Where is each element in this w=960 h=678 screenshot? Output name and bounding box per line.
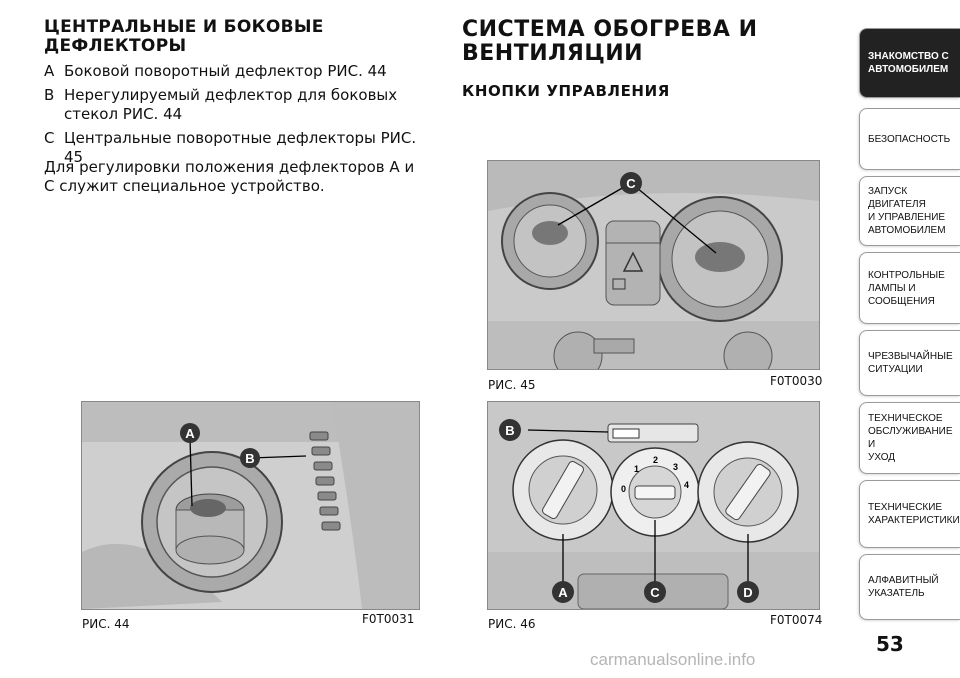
fig46-dial-4: 4 [684,480,689,490]
tab-label: БЕЗОПАСНОСТЬ [868,133,951,145]
figure-45-caption: РИС. 45 [488,378,536,392]
watermark: carmanualsonline.info [590,650,756,669]
body-paragraph: Для регулировки положения дефлекторов A … [44,158,415,195]
figure-45-code: F0T0030 [770,374,823,388]
page-number: 53 [876,632,904,656]
tab-label: ТЕХНИЧЕСКИЕ ХАРАКТЕРИСТИКИ [868,502,960,526]
fig46-label-b: B [505,423,514,438]
figure-46-code: F0T0074 [770,613,823,627]
tab-starting-driving[interactable]: ЗАПУСК ДВИГАТЕЛЯ И УПРАВЛЕНИЕ АВТОМОБИЛЕ… [859,176,960,246]
section-heading-deflectors: ЦЕНТРАЛЬНЫЕ И БОКОВЫЕ ДЕФЛЕКТОРЫ [44,17,324,56]
fig46-label-c: C [650,585,660,600]
item-key: C [44,129,55,147]
tab-label: ЧРЕЗВЫЧАЙНЫЕ СИТУАЦИИ [868,351,953,375]
tab-label: ТЕХНИЧЕСКОЕ ОБСЛУЖИВАНИЕ И УХОД [868,413,953,463]
figure-46-caption: РИС. 46 [488,617,536,631]
tab-specifications[interactable]: ТЕХНИЧЕСКИЕ ХАРАКТЕРИСТИКИ [859,480,960,548]
section-subheading-controls: КНОПКИ УПРАВЛЕНИЯ [462,82,670,100]
tab-safety[interactable]: БЕЗОПАСНОСТЬ [859,108,960,170]
fig46-label-a: A [558,585,568,600]
tab-label: КОНТРОЛЬНЫЕ ЛАМПЫ И СООБЩЕНИЯ [868,269,945,307]
item-text: Центральные поворотные дефлекторы РИС. 4… [64,129,417,166]
tab-warning-lights[interactable]: КОНТРОЛЬНЫЕ ЛАМПЫ И СООБЩЕНИЯ [859,252,960,324]
fig46-label-d: D [743,585,752,600]
tab-label: ЗАПУСК ДВИГАТЕЛЯ И УПРАВЛЕНИЕ АВТОМОБИЛЕ… [868,186,946,236]
list-item: A Боковой поворотный дефлектор РИС. 44 [44,62,424,81]
figure-45-image: C [487,160,820,370]
tab-maintenance[interactable]: ТЕХНИЧЕСКОЕ ОБСЛУЖИВАНИЕ И УХОД [859,402,960,474]
fig46-dial-1: 1 [634,464,639,474]
fig46-dial-3: 3 [673,462,678,472]
figure-44-code: F0T0031 [362,612,415,626]
fig46-dial-0: 0 [621,484,626,494]
tab-getting-to-know[interactable]: ЗНАКОМСТВО С АВТОМОБИЛЕМ [859,28,960,98]
tab-label: АЛФАВИТНЫЙ УКАЗАТЕЛЬ [868,575,939,599]
item-text: Боковой поворотный дефлектор РИС. 44 [64,62,387,80]
item-key: A [44,62,55,80]
section-heading-heating: СИСТЕМА ОБОГРЕВА И ВЕНТИЛЯЦИИ [462,17,758,66]
tab-emergencies[interactable]: ЧРЕЗВЫЧАЙНЫЕ СИТУАЦИИ [859,330,960,396]
fig46-dial-2: 2 [653,455,658,465]
tab-index[interactable]: АЛФАВИТНЫЙ УКАЗАТЕЛЬ [859,554,960,620]
tab-label: ЗНАКОМСТВО С АВТОМОБИЛЕМ [868,51,949,75]
figure-44-image: A B [81,401,420,610]
item-key: B [44,86,55,104]
item-text: Нерегулируемый дефлектор для боковых сте… [64,86,398,123]
fig44-label-a: A [185,426,195,441]
fig44-label-b: B [245,451,254,466]
list-item: C Центральные поворотные дефлекторы РИС. … [44,129,424,167]
figure-44-caption: РИС. 44 [82,617,130,631]
list-item: B Нерегулируемый дефлектор для боковых ст… [44,86,424,124]
fig45-label-c: C [626,176,636,191]
figure-46-image: 0 1 2 3 4 B A C D [487,401,820,610]
